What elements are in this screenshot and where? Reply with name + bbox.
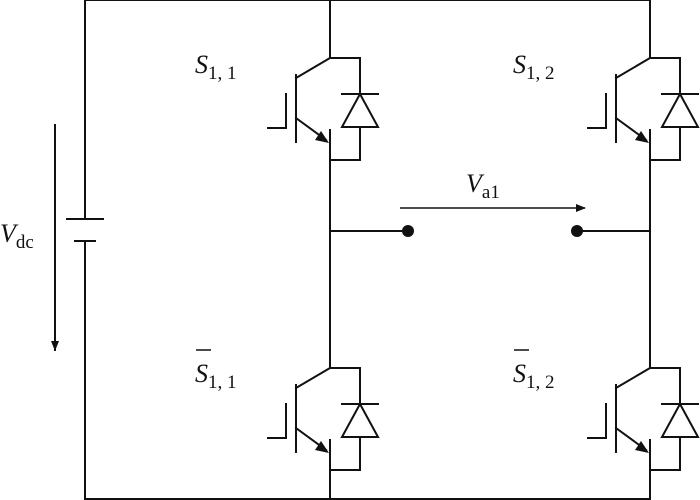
va1-label: Va1 (466, 169, 500, 203)
switch-s12-symbol (587, 29, 699, 161)
output-terminal-right (571, 225, 583, 237)
switch-label-s12-bar: S1, 2 (513, 359, 555, 393)
switch-s11-bar-symbol (267, 339, 379, 471)
switch-s11-symbol (267, 29, 379, 161)
dc-bus-wires (84, 0, 651, 500)
leg-wires (329, 0, 651, 500)
switch-label-s12: S1, 2 (513, 50, 555, 84)
switch-s12-bar-symbol (587, 339, 699, 471)
output-terminal-left (402, 225, 414, 237)
vdc-label: Vdc (0, 219, 34, 253)
switch-label-s11-bar: S1, 1 (195, 359, 237, 393)
dc-source-battery (66, 218, 104, 242)
switch-label-s11: S1, 1 (195, 50, 237, 84)
